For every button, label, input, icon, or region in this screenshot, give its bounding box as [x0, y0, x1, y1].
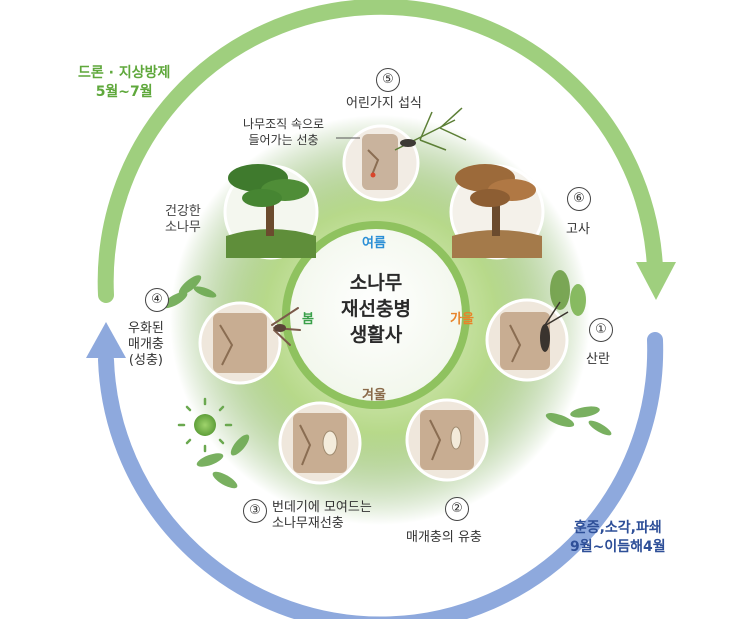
- healthy-tree-line-1: 건강한: [165, 204, 201, 219]
- stage-5-feeding-image: [342, 124, 420, 202]
- sun-icon: [177, 397, 233, 453]
- healthy-tree-label: 건강한 소나무: [165, 204, 201, 236]
- blue-arrow-head: [86, 322, 126, 358]
- control-drone-line-1: 드론 · 지상방제: [78, 65, 171, 81]
- season-spring: 봄: [302, 312, 314, 327]
- season-summer: 여름: [362, 236, 386, 251]
- blue-cycle-arrow: [98, 332, 664, 619]
- stage-3-pupa-image: [278, 401, 362, 485]
- season-autumn: 가을: [450, 312, 474, 327]
- leaf-decoration: [162, 270, 612, 489]
- control-method-fumigation: 훈증,소각,파쇄 9월~이듬해4월: [570, 519, 666, 557]
- stage-6-number: ⑥: [567, 187, 591, 211]
- stage-1-number: ①: [589, 318, 613, 342]
- nematode-entry-line-1: 나무조직 속으로: [243, 117, 325, 131]
- stage-healthy-tree-image: [223, 164, 319, 260]
- stage-4-line-1: 우화된: [128, 321, 164, 336]
- center-title-line-2: 재선충병: [341, 298, 411, 320]
- green-arrow-head: [636, 262, 676, 300]
- green-cycle-arrow: [97, 0, 663, 303]
- stage-1-label: 산란: [586, 352, 610, 367]
- season-winter: 겨울: [362, 388, 386, 403]
- stage-1-egg-laying-image: [485, 298, 569, 382]
- stage-5-number: ⑤: [376, 68, 400, 92]
- control-drone-line-2: 5월~7월: [95, 84, 153, 100]
- stage-4-line-2: 매개충: [128, 337, 164, 352]
- stage-5-label: 어린가지 섭식: [346, 96, 422, 111]
- nematode-entry-label: 나무조직 속으로 들어가는 선충: [243, 116, 324, 148]
- stage-6-label: 고사: [566, 222, 590, 237]
- healthy-tree-line-2: 소나무: [165, 220, 201, 235]
- control-fumigation-line-1: 훈증,소각,파쇄: [573, 520, 662, 536]
- stage-3-line-1: 번데기에 모여드는: [272, 500, 372, 515]
- control-method-drone: 드론 · 지상방제 5월~7월: [78, 64, 170, 102]
- stage-2-label: 매개충의 유충: [406, 530, 482, 545]
- stage-3-line-2: 소나무재선충: [272, 516, 344, 531]
- stage-3-label: 번데기에 모여드는 소나무재선충: [272, 500, 372, 532]
- stage-2-number: ②: [445, 497, 469, 521]
- center-ring-inner: [290, 229, 462, 401]
- center-title-line-1: 소나무: [349, 272, 403, 294]
- stage-4-number: ④: [145, 288, 169, 312]
- center-title: 소나무 재선충병 생활사: [321, 270, 431, 348]
- nematode-entry-line-2: 들어가는 선충: [248, 133, 319, 147]
- stage-3-number: ③: [243, 499, 267, 523]
- control-fumigation-line-2: 9월~이듬해4월: [570, 539, 666, 555]
- center-title-line-3: 생활사: [349, 324, 403, 346]
- stage-6-dead-tree-image: [449, 164, 545, 260]
- stage-4-label: 우화된 매개충 (성충): [128, 321, 164, 369]
- stage-2-larva-image: [405, 398, 489, 482]
- stage-5-branch-image: [394, 107, 467, 151]
- stage-4-adult-beetle-image: [198, 301, 301, 385]
- stage-4-line-3: (성충): [128, 353, 163, 368]
